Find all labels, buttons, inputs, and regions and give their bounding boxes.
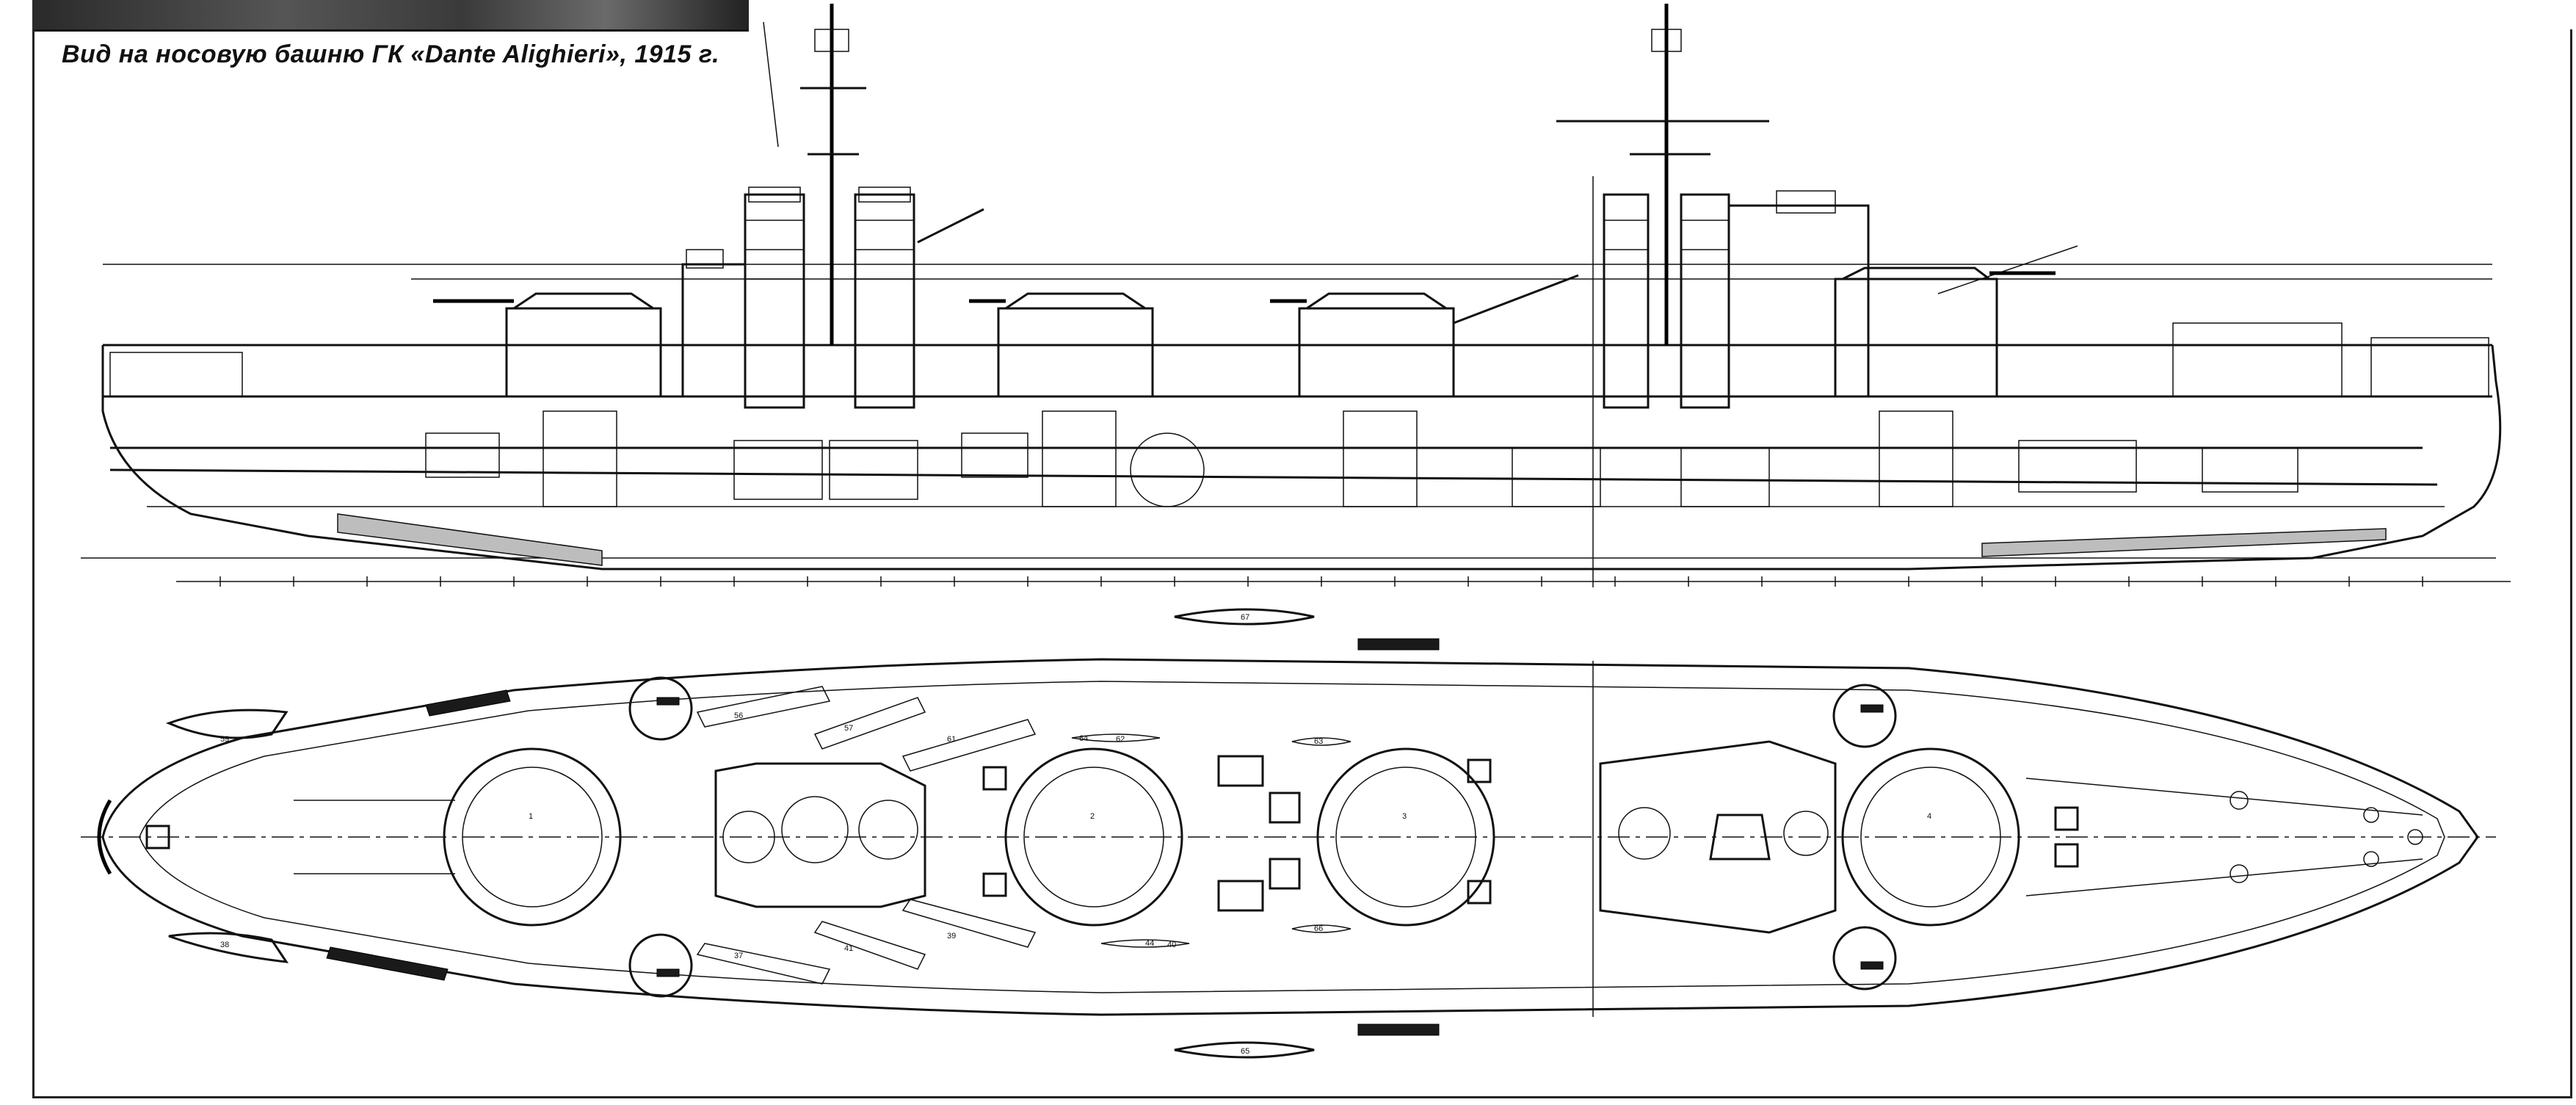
svg-text:2: 2 bbox=[1090, 812, 1095, 821]
photo-strip bbox=[32, 0, 749, 32]
turret-4-profile bbox=[1834, 267, 2056, 507]
profile-view bbox=[81, 4, 2511, 587]
turret-4-plan: 4 bbox=[1841, 747, 2020, 927]
svg-text:1: 1 bbox=[529, 812, 533, 821]
svg-text:57: 57 bbox=[844, 724, 853, 733]
svg-text:56: 56 bbox=[734, 711, 743, 720]
svg-text:3: 3 bbox=[1402, 812, 1407, 821]
plan-view: 1 2 3 4 bbox=[81, 608, 2496, 1059]
svg-text:44: 44 bbox=[1145, 939, 1154, 948]
svg-text:65: 65 bbox=[1241, 1047, 1249, 1056]
svg-text:64: 64 bbox=[1079, 734, 1088, 743]
drawing-frame bbox=[32, 29, 2572, 1098]
svg-text:39: 39 bbox=[947, 932, 956, 941]
turret-2-profile bbox=[969, 292, 1154, 507]
turret-3-profile bbox=[1270, 292, 1455, 507]
svg-text:37: 37 bbox=[734, 952, 743, 960]
turret-2-plan: 2 bbox=[1004, 747, 1183, 927]
svg-text:66: 66 bbox=[1314, 924, 1323, 933]
svg-text:59: 59 bbox=[220, 735, 229, 744]
turret-3-plan: 3 bbox=[1316, 747, 1495, 927]
svg-text:62: 62 bbox=[1116, 735, 1125, 744]
svg-text:4: 4 bbox=[1927, 812, 1931, 821]
svg-text:63: 63 bbox=[1314, 737, 1323, 746]
svg-text:41: 41 bbox=[844, 944, 853, 953]
turret-1-plan: 1 bbox=[443, 747, 622, 927]
svg-text:38: 38 bbox=[220, 941, 229, 949]
svg-text:61: 61 bbox=[947, 735, 956, 744]
svg-text:67: 67 bbox=[1241, 613, 1249, 622]
figure-caption: Вид на носовую башню ГК «Dante Alighieri… bbox=[62, 40, 720, 68]
turret-1-profile bbox=[433, 292, 662, 507]
svg-text:40: 40 bbox=[1167, 941, 1176, 949]
